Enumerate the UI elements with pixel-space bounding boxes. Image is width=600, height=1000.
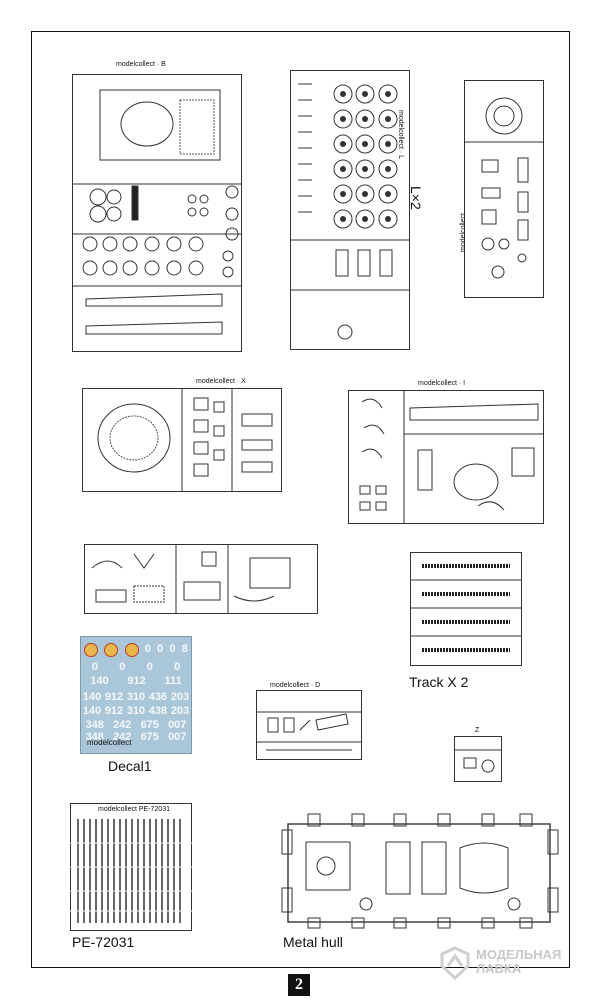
decal-text: 436 bbox=[148, 691, 168, 703]
decal-row: 140 912 310 438 203 bbox=[81, 705, 191, 717]
sprue-w bbox=[464, 80, 544, 298]
sprue-z-tag: Z bbox=[475, 727, 480, 734]
decal-text: 007 bbox=[168, 719, 187, 731]
decal-row: 0 0 0 0 bbox=[81, 661, 191, 673]
sprue-d-tag: modelcollect · D bbox=[270, 682, 321, 689]
watermark-line1: МОДЕЛЬНАЯ bbox=[476, 947, 562, 962]
watermark-logo-icon bbox=[440, 946, 470, 981]
decal-emblem-icon bbox=[124, 643, 139, 657]
label-decal: Decal1 bbox=[108, 758, 152, 774]
label-track: Track X 2 bbox=[409, 674, 469, 690]
sprue-c-parts bbox=[91, 544, 291, 614]
sprue-w-parts bbox=[464, 97, 544, 279]
metal-hull bbox=[281, 813, 559, 929]
decal-text: 111 bbox=[164, 675, 182, 687]
decal-text: 0 bbox=[157, 643, 164, 655]
decal-text: 0 bbox=[174, 661, 181, 673]
label-hull: Metal hull bbox=[283, 934, 343, 950]
decal-row: 348 242 675 007 bbox=[81, 719, 191, 731]
decal-row: 140 912 111 bbox=[81, 675, 191, 687]
sprue-d-parts bbox=[256, 711, 362, 751]
decal-emblem-icon bbox=[104, 643, 119, 657]
sprue-l-wheels bbox=[290, 83, 410, 340]
decal-text: 0 bbox=[119, 661, 126, 673]
label-lx2: L×2 bbox=[408, 186, 424, 210]
decal-text: 675 bbox=[140, 731, 159, 743]
decal-text: 912 bbox=[127, 675, 146, 687]
decal-text: 203 bbox=[170, 705, 190, 717]
decal-text: 310 bbox=[126, 691, 146, 703]
watermark-text: МОДЕЛЬНАЯ ЛАВКА bbox=[476, 948, 561, 976]
sprue-b-parts bbox=[72, 89, 242, 335]
decal-text: 007 bbox=[168, 731, 187, 743]
sprue-b-tag: modelcollect · B bbox=[116, 61, 166, 68]
watermark: МОДЕЛЬНАЯ ЛАВКА bbox=[432, 940, 592, 990]
pe-fret-parts bbox=[70, 819, 192, 923]
decal-text: 0 bbox=[91, 661, 98, 673]
decal-text: 912 bbox=[104, 705, 124, 717]
pe-fret-tag: modelcollect PE-72031 bbox=[98, 806, 170, 813]
decal-text: 348 bbox=[85, 731, 104, 743]
decal-text: 0 bbox=[146, 661, 153, 673]
sprue-x-tag: modelcollect · X bbox=[196, 378, 246, 385]
label-pe: PE-72031 bbox=[72, 934, 135, 950]
decal-row-emblems: 0 0 0 8 bbox=[81, 643, 191, 657]
decal-sheet: 0 0 0 8 0 0 0 0 140 912 111 140 912 310 … bbox=[80, 636, 192, 754]
sprue-i-tag: modelcollect · I bbox=[418, 380, 466, 387]
decal-text: 8 bbox=[181, 643, 188, 655]
decal-text: 438 bbox=[148, 705, 168, 717]
decal-text: 0 bbox=[144, 643, 151, 655]
decal-row: 140 912 310 436 203 bbox=[81, 691, 191, 703]
decal-text: 310 bbox=[126, 705, 146, 717]
sprue-z-parts bbox=[454, 749, 502, 773]
sprue-i-parts bbox=[359, 390, 544, 524]
decal-text: 242 bbox=[113, 719, 132, 731]
decal-brand: modelcollect bbox=[87, 738, 132, 747]
decal-text: 348 bbox=[85, 719, 104, 731]
decal-text: 140 bbox=[82, 691, 102, 703]
instruction-frame bbox=[31, 31, 570, 968]
decal-text: 203 bbox=[170, 691, 190, 703]
track-links bbox=[410, 564, 522, 652]
decal-text: 140 bbox=[90, 675, 109, 687]
decal-text: 140 bbox=[82, 705, 102, 717]
sprue-x-parts bbox=[97, 388, 273, 492]
decal-text: 242 bbox=[113, 731, 132, 743]
watermark-line2: ЛАВКА bbox=[476, 961, 522, 976]
decal-text: 912 bbox=[104, 691, 124, 703]
sprue-z bbox=[454, 736, 502, 782]
decal-text: 0 bbox=[169, 643, 176, 655]
decal-emblem-icon bbox=[84, 643, 99, 657]
page-number: 2 bbox=[288, 974, 310, 996]
sprue-track bbox=[410, 552, 522, 666]
decal-row: 348 242 675 007 bbox=[81, 731, 191, 743]
decal-text: 675 bbox=[140, 719, 159, 731]
